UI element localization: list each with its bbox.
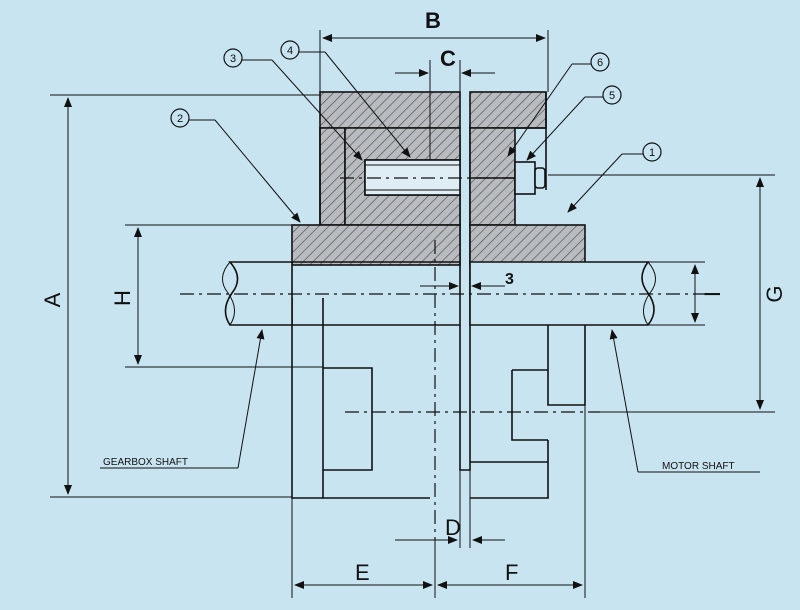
svg-text:4: 4 [287, 45, 293, 57]
left-flange-top [319, 91, 461, 129]
callout-4: 4 [280, 40, 411, 158]
callout-2: 2 [170, 108, 301, 223]
right-hub-mid [469, 127, 516, 226]
callout-1: 1 [567, 142, 662, 213]
dim-a-label: A [40, 292, 65, 307]
right-hub-band [469, 224, 586, 266]
part-callouts: 3 4 2 6 5 [170, 40, 662, 223]
gearbox-shaft-label: GEARBOX SHAFT [103, 457, 188, 468]
dim-gap-label: 3 [505, 271, 514, 288]
dimension-lines [50, 30, 775, 598]
svg-text:2: 2 [177, 113, 183, 125]
dim-g-label: G [762, 285, 787, 302]
dim-b-label: B [425, 8, 441, 33]
dim-f-label: F [505, 560, 518, 585]
left-hub-band [291, 224, 461, 266]
callout-5: 5 [526, 85, 622, 161]
svg-text:6: 6 [597, 57, 603, 69]
svg-text:3: 3 [230, 53, 236, 65]
right-flange-top [469, 91, 547, 129]
svg-text:5: 5 [609, 90, 615, 102]
bolt-assembly [340, 159, 546, 196]
dim-c-label: C [440, 46, 456, 71]
shaft-leaders: GEARBOX SHAFT MOTOR SHAFT [100, 329, 760, 473]
callout-6: 6 [507, 52, 610, 157]
dim-i-label: I [700, 291, 725, 297]
dim-d-label: D [445, 515, 461, 540]
dim-h-label: H [110, 290, 135, 306]
callout-3: 3 [223, 48, 363, 161]
shafts [180, 240, 720, 540]
left-hub-wall [319, 127, 346, 226]
hub-sections [291, 91, 586, 266]
dim-e-label: E [355, 560, 370, 585]
motor-shaft-label: MOTOR SHAFT [662, 461, 735, 472]
dimension-labels: B C A H G I 3 D E F [40, 8, 787, 585]
svg-text:1: 1 [649, 147, 655, 159]
